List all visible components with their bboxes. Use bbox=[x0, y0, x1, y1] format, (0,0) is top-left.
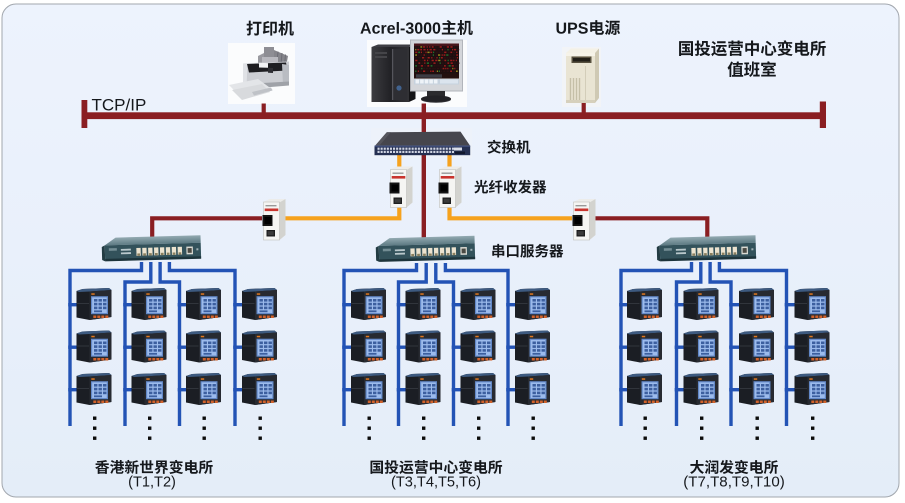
svg-text:(T1,T2): (T1,T2) bbox=[128, 474, 176, 490]
svg-text:TCP/IP: TCP/IP bbox=[92, 96, 147, 115]
svg-text:(T7,T8,T9,T10): (T7,T8,T9,T10) bbox=[683, 473, 785, 490]
svg-text:(T3,T4,T5,T6): (T3,T4,T5,T6) bbox=[391, 474, 481, 490]
